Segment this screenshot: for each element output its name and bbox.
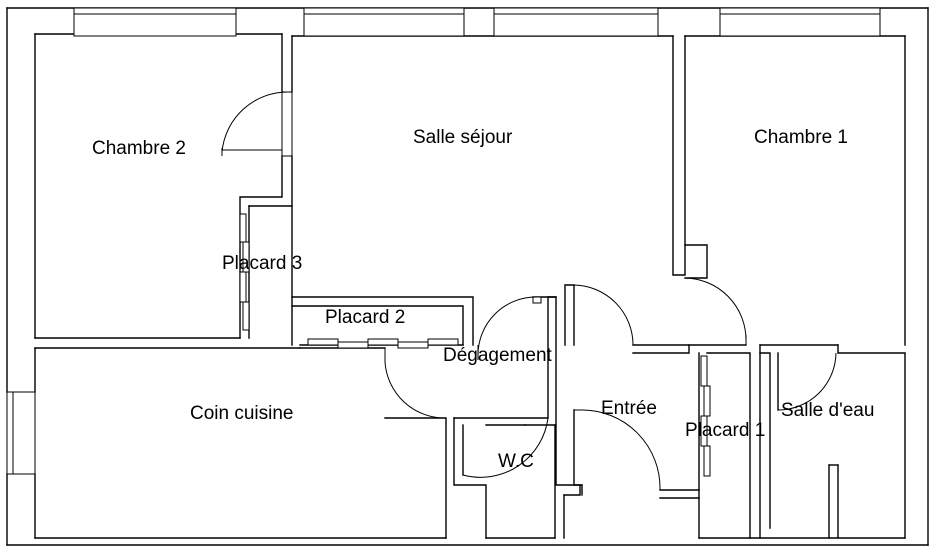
doors [221, 91, 837, 491]
label-placard-2: Placard 2 [325, 307, 405, 328]
label-chambre-1: Chambre 1 [754, 127, 848, 148]
label-wc: W.C [498, 451, 534, 472]
window-chambre1 [719, 7, 881, 37]
exterior-walls [6, 7, 929, 546]
label-placard-3: Placard 3 [222, 253, 302, 274]
window-kitchen [6, 391, 36, 475]
label-chambre-2: Chambre 2 [92, 138, 186, 159]
label-salle-deau: Salle d'eau [781, 400, 874, 421]
label-salle-sejour: Salle séjour [413, 127, 513, 148]
closet-doors [239, 213, 711, 477]
room-labels: Chambre 2 Salle séjour Chambre 1 Placard… [92, 127, 874, 472]
label-entree: Entrée [601, 398, 657, 419]
windows [6, 7, 881, 475]
label-degagement: Dégagement [443, 345, 553, 366]
label-placard-1: Placard 1 [685, 420, 765, 441]
interior-walls [34, 33, 906, 539]
window-chambre2 [73, 7, 237, 37]
label-coin-cuisine: Coin cuisine [190, 403, 294, 424]
window-sejour-left [303, 7, 465, 37]
window-sejour-right [493, 7, 659, 37]
